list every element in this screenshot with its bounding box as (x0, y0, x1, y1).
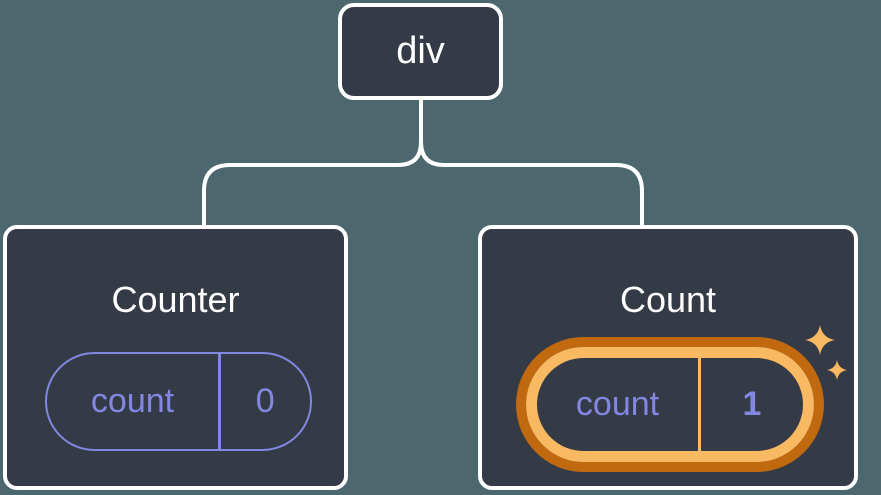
sparkle-small (827, 360, 847, 380)
sparkle-large (805, 325, 835, 355)
counter-component-card: Counter count 0 (3, 225, 348, 490)
count-state-pill-highlighted: count 1 (526, 347, 814, 462)
root-node-label: div (396, 30, 445, 72)
count-card-title: Count (619, 279, 717, 320)
connector-root-to-count (419, 141, 644, 227)
connector-root-to-counter (202, 100, 423, 227)
sparkles-icon (805, 325, 847, 380)
root-node-div: div (338, 3, 503, 100)
state-key-label: count (90, 382, 175, 420)
state-key-label: count (575, 385, 660, 423)
counter-state-pill: count 0 (45, 352, 312, 451)
count-component-card: Count count 1 (478, 225, 858, 490)
pill-divider (698, 358, 701, 451)
counter-card-title: Counter (111, 279, 240, 320)
state-value-label: 1 (742, 385, 762, 423)
state-value-label: 0 (255, 382, 275, 420)
pill-divider (218, 354, 221, 449)
